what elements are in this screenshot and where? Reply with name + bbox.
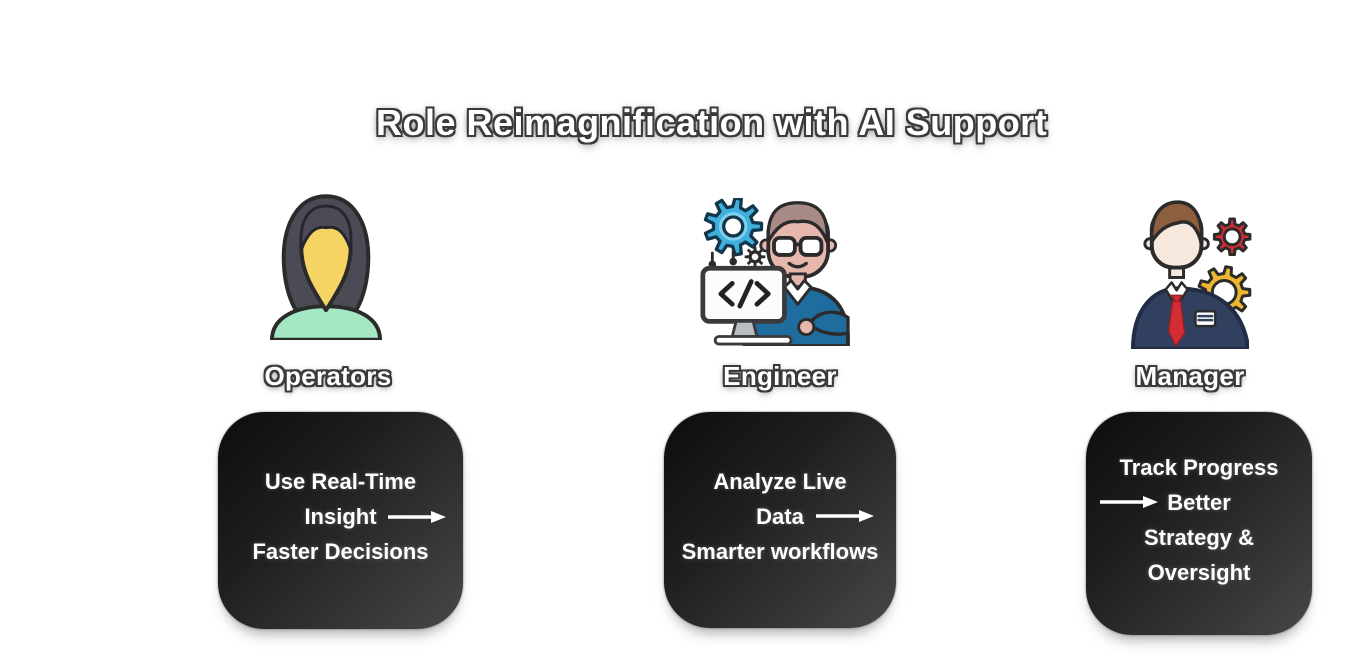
manager-with-gears-icon [1130, 200, 1252, 349]
card-line: Insight [218, 499, 463, 534]
card-line: Faster Decisions [252, 539, 429, 564]
card-line: Analyze Live [713, 468, 847, 494]
hand [797, 318, 816, 337]
card-line: Smarter workflows [681, 538, 879, 564]
code-symbol [718, 279, 771, 309]
card-line: Better [1086, 485, 1312, 520]
role-label-manager: Manager [1135, 361, 1245, 391]
collar [783, 279, 813, 306]
card-line: Strategy & [1143, 524, 1255, 550]
card-line: Oversight [1147, 559, 1251, 585]
right-arrow-icon [816, 510, 874, 522]
page-title: Role Reimagnification with AI Support [376, 102, 1048, 143]
glasses-icon [772, 235, 797, 257]
right-arrow-icon [387, 510, 446, 523]
female-operator-icon [269, 194, 383, 340]
pocket-badge [1194, 309, 1217, 328]
manager-card: Track Progress Better Strategy & Oversig… [1086, 412, 1312, 635]
card-line: Data [664, 499, 896, 534]
right-arrow-icon [1100, 496, 1158, 508]
engineer-with-computer-icon [700, 198, 850, 346]
operators-card: Use Real-Time Insight Faster Decisions [218, 412, 463, 629]
card-line: Track Progress [1119, 454, 1279, 480]
role-label-engineer: Engineer [723, 361, 837, 391]
tie-icon [1170, 294, 1183, 306]
smile [787, 261, 808, 269]
engineer-card: Analyze Live Data Smarter workflows [664, 412, 896, 628]
role-label-operators: Operators [264, 361, 392, 391]
card-line: Use Real-Time [264, 469, 417, 494]
